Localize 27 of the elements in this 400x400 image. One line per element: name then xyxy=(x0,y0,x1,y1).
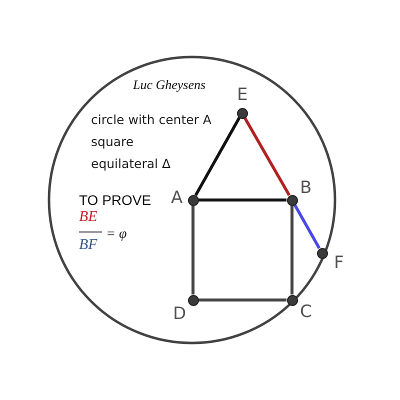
author-name: Luc Gheysens xyxy=(133,78,206,91)
line-segment xyxy=(192,206,194,294)
point-marker xyxy=(316,248,328,258)
equation-text: = φ xyxy=(106,228,127,242)
line-segment xyxy=(243,117,291,196)
point-label: A xyxy=(171,190,183,207)
point-marker xyxy=(286,194,298,206)
given-text: square xyxy=(91,136,134,148)
numerator: BE xyxy=(79,210,98,225)
line-segment xyxy=(198,298,286,302)
point-label: C xyxy=(300,304,312,321)
denominator: BF xyxy=(79,238,98,253)
point-label: B xyxy=(300,180,312,197)
point-label: E xyxy=(237,87,248,104)
line-segment xyxy=(290,206,294,294)
line-segment xyxy=(293,204,321,249)
point-marker xyxy=(188,294,198,306)
line-segment xyxy=(198,198,286,202)
point-marker xyxy=(286,294,298,306)
given-text: equilateral Δ xyxy=(91,158,171,170)
point-label: F xyxy=(334,255,344,272)
point-marker xyxy=(188,194,198,206)
point-marker xyxy=(236,108,248,118)
given-text: circle with center A xyxy=(91,114,212,126)
heading-text: TO PROVE xyxy=(79,193,152,207)
point-label: D xyxy=(173,306,186,323)
line-segment xyxy=(194,117,241,196)
